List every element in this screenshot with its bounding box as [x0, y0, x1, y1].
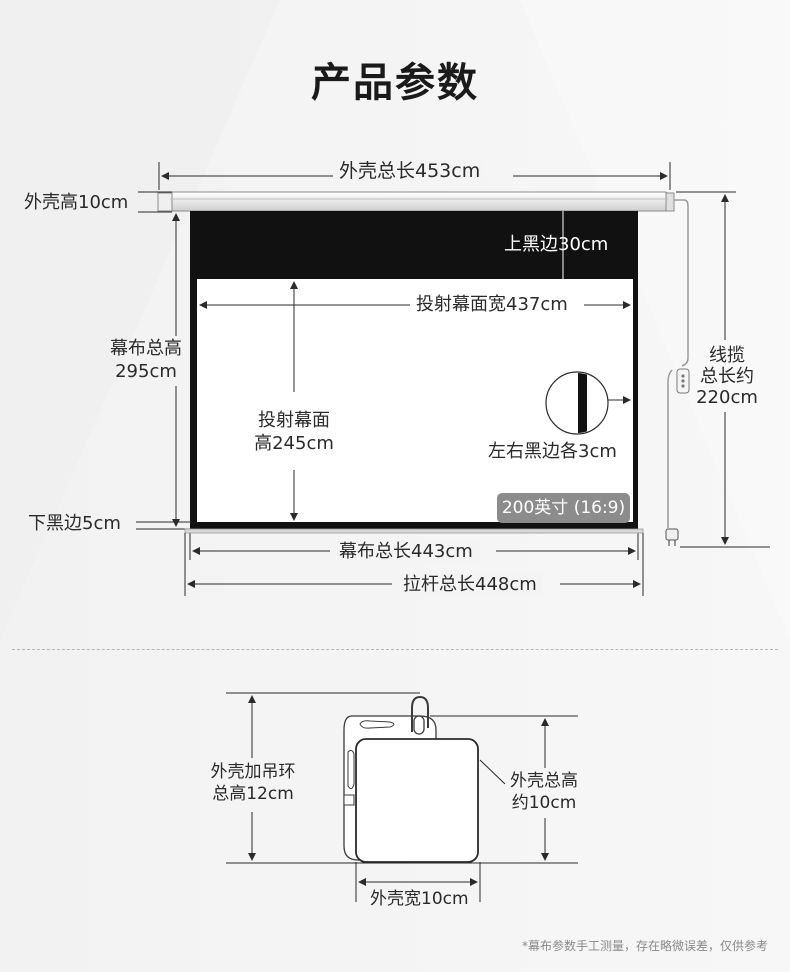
- shell-width-label: 外壳宽10cm: [370, 889, 469, 909]
- top-black-border-label: 上黑边30cm: [504, 234, 609, 255]
- housing-height-label: 外壳高10cm: [24, 192, 129, 213]
- housing-height-dimension: [138, 191, 172, 213]
- side-border-detail: [545, 371, 631, 435]
- housing-cross-section: [343, 695, 479, 863]
- plug-icon: [665, 528, 679, 541]
- pull-rod: [184, 528, 644, 596]
- shell-width-dimension: [355, 862, 481, 902]
- side-black-border-label: 左右黑边各3cm: [488, 441, 617, 462]
- screen-total-height-label-2: 295cm: [115, 361, 177, 382]
- pull-rod-length-label: 拉杆总长448cm: [397, 574, 543, 596]
- screen-total-length-dimension: [189, 532, 639, 560]
- cable-label-2: 总长约: [700, 366, 754, 387]
- shell-height-label-2: 约10cm: [511, 793, 577, 813]
- section-divider: [12, 649, 778, 650]
- page-title: 产品参数: [311, 60, 479, 106]
- cable-label-3: 220cm: [696, 387, 758, 408]
- housing-length-label: 外壳总长453cm: [333, 160, 487, 182]
- power-cable: [665, 199, 690, 546]
- projection-height-label-1: 投射幕面: [258, 410, 330, 431]
- projection-width-label: 投射幕面宽437cm: [410, 294, 574, 316]
- hook-height-label-1: 外壳加吊环: [210, 762, 296, 782]
- bottom-border-dimension: [136, 521, 192, 530]
- projection-screen: [190, 211, 638, 529]
- screen-total-length-label: 幕布总长443cm: [333, 541, 479, 563]
- screen-size-badge: 200英寸 (16:9): [497, 493, 630, 523]
- housing-tube: [157, 191, 675, 212]
- hook-height-dimension: [226, 692, 578, 864]
- shell-height-label-1: 外壳总高: [510, 771, 578, 791]
- screen-total-height-label-1: 幕布总高: [110, 338, 182, 359]
- shell-height-dimension: [430, 715, 578, 861]
- housing-length-dimension: [158, 162, 671, 190]
- hanging-ring-icon: [413, 715, 425, 735]
- cable-length-dimension: [676, 191, 770, 548]
- projection-height-label-2: 高245cm: [254, 433, 334, 454]
- bottom-black-border-label: 下黑边5cm: [28, 513, 121, 534]
- hook-height-label-2: 总高12cm: [212, 784, 294, 804]
- cable-label-1: 线揽: [709, 345, 745, 366]
- footnote: *幕布参数手工测量，存在略微误差，仅供参考: [521, 939, 768, 953]
